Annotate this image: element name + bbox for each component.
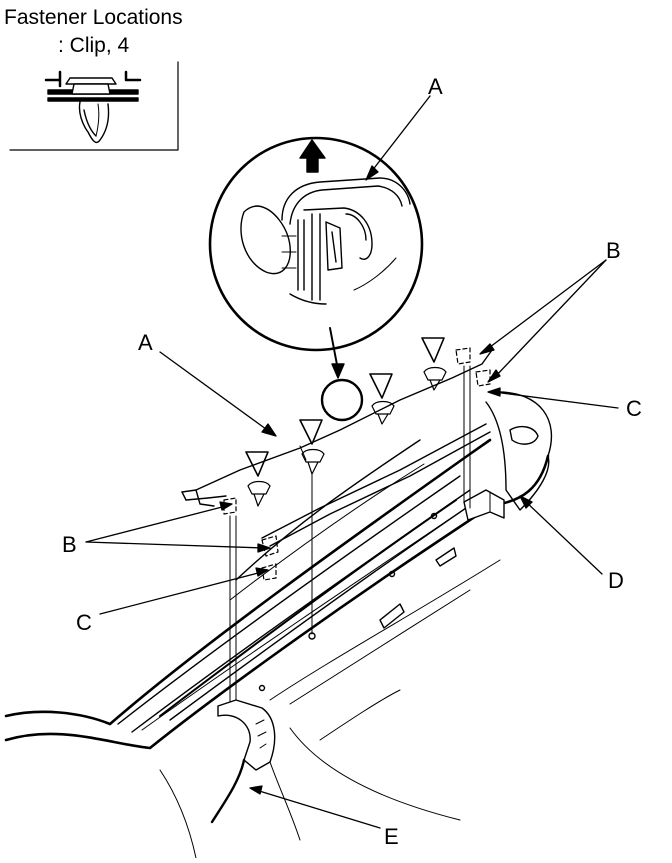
clip-markers xyxy=(247,366,447,507)
callout-c-right: C xyxy=(626,396,642,421)
callout-e: E xyxy=(384,824,399,849)
inset-box xyxy=(9,61,179,151)
inset-subtitle: : Clip, 4 xyxy=(58,34,130,57)
callout-a-left: A xyxy=(138,330,153,355)
callout-b-left: B xyxy=(62,532,77,557)
callout-b-right: B xyxy=(606,238,621,263)
clip-icon xyxy=(44,70,142,144)
molding-part xyxy=(181,349,493,547)
alignment-lines xyxy=(229,365,471,713)
detail-circle-marker xyxy=(320,378,364,422)
up-arrow-icon xyxy=(299,139,326,173)
bracket-markers xyxy=(223,347,491,581)
callout-a-top: A xyxy=(428,74,443,99)
callout-d: D xyxy=(608,568,624,593)
callout-c-left: C xyxy=(76,610,92,635)
detail-circle-icon xyxy=(208,136,424,352)
leader-lines xyxy=(85,95,619,829)
inset-title: Fastener Locations xyxy=(4,6,183,29)
triangle-marker-icon xyxy=(245,337,445,477)
sill-body xyxy=(4,391,553,859)
